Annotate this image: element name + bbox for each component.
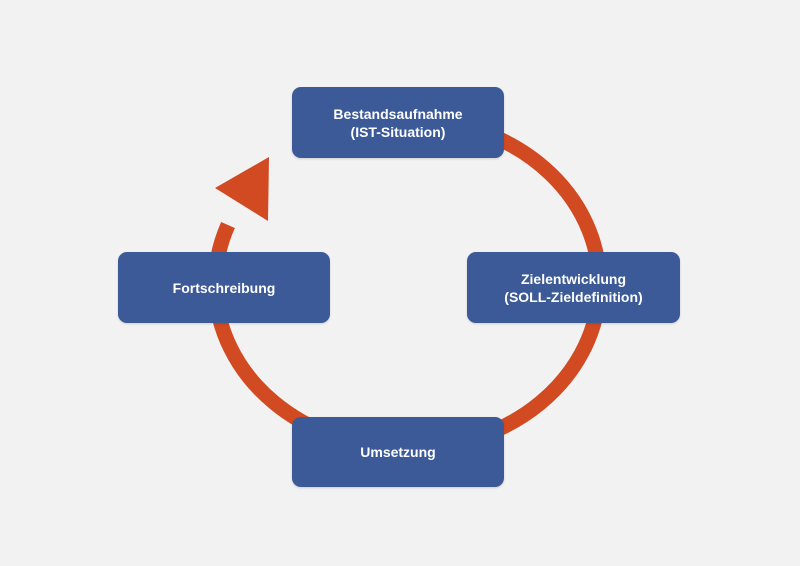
node-bestandsaufnahme: Bestandsaufnahme (IST-Situation) [292,87,504,158]
node-zielentwicklung-title: Zielentwicklung [520,270,626,287]
node-bestandsaufnahme-subtitle: (IST-Situation) [350,123,446,140]
node-umsetzung: Umsetzung [292,417,504,487]
node-fortschreibung: Fortschreibung [118,252,330,323]
node-umsetzung-title: Umsetzung [360,444,436,460]
node-fortschreibung-title: Fortschreibung [172,279,276,296]
node-zielentwicklung-subtitle: (SOLL-Zieldefinition) [504,288,643,305]
node-bestandsaufnahme-title: Bestandsaufnahme [333,105,463,122]
node-zielentwicklung: Zielentwicklung (SOLL-Zieldefinition) [467,252,680,323]
cycle-arrowhead-icon [215,157,269,221]
